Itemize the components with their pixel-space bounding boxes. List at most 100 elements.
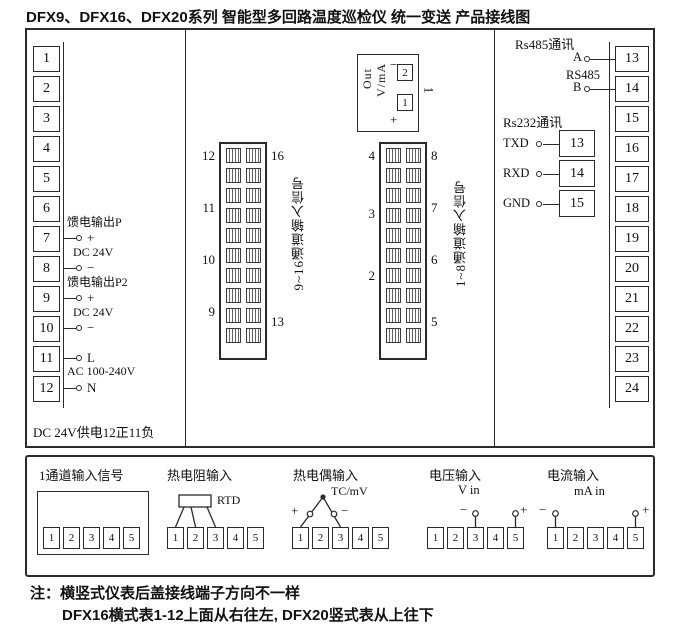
rs232-wire bbox=[543, 144, 559, 146]
input-terminal: 2 bbox=[447, 527, 464, 549]
feed-output-p2-label: 馈电输出P2 bbox=[67, 275, 128, 289]
connector-pin-label: 13 bbox=[271, 314, 284, 329]
connector-pad bbox=[406, 308, 421, 323]
connector-pin-label: 16 bbox=[271, 148, 284, 163]
connector-pad bbox=[226, 228, 241, 243]
rs232-row-label: GND bbox=[503, 196, 531, 210]
connector-pad bbox=[406, 188, 421, 203]
note-line-2: DFX16横式表1-12上面从右往左, DFX20竖式表从上往下 bbox=[62, 607, 434, 624]
connector-pad bbox=[386, 248, 401, 263]
input-terminal: 1 bbox=[547, 527, 564, 549]
connector-pad bbox=[246, 328, 261, 343]
input-terminal: 4 bbox=[103, 527, 120, 549]
channel-label-9-16: 9~16通道输入信号 bbox=[291, 176, 306, 291]
rtd-resistor-symbol bbox=[178, 494, 212, 508]
input-terminal: 1 bbox=[167, 527, 184, 549]
tap-terminal-icon bbox=[76, 235, 82, 241]
input-terminal: 2 bbox=[567, 527, 584, 549]
connector-pad bbox=[246, 248, 261, 263]
connector-pad bbox=[226, 288, 241, 303]
connector-pad bbox=[406, 148, 421, 163]
ac-supply-label: AC 100-240V bbox=[67, 364, 136, 378]
connector-pad bbox=[226, 168, 241, 183]
connector-pad bbox=[246, 208, 261, 223]
rtd-group-title: 热电阻输入 bbox=[167, 468, 233, 483]
input-terminal: 1 bbox=[427, 527, 444, 549]
connector-pad-column bbox=[406, 148, 421, 343]
tap-terminal-icon bbox=[536, 201, 542, 207]
input-terminal: 2 bbox=[312, 527, 329, 549]
connector-pad-column bbox=[246, 148, 261, 343]
out-tag: 1 bbox=[421, 86, 437, 94]
connector-pin-label: 4 bbox=[368, 148, 376, 163]
rs485-a-wire bbox=[590, 59, 615, 61]
input-terminal: 4 bbox=[607, 527, 624, 549]
dc24v-supply-note: DC 24V供电12正11负 bbox=[33, 425, 155, 440]
tap7-polarity: + bbox=[87, 230, 95, 245]
tap-terminal-icon bbox=[76, 355, 82, 361]
terminal-box: 2 bbox=[33, 76, 60, 102]
input-wiring-panel: 1通道输入信号 1 2 3 4 5 热电阻输入 RTD 1 2 3 4 5 热电… bbox=[25, 455, 655, 577]
rs485-label: RS485 bbox=[566, 68, 601, 82]
tap-terminal-icon bbox=[76, 295, 82, 301]
terminal-box: 20 bbox=[615, 256, 649, 282]
rs485-b-wire bbox=[590, 89, 615, 91]
input-terminal: 3 bbox=[467, 527, 484, 549]
dc24v-label: DC 24V bbox=[73, 245, 114, 259]
terminal-box: 21 bbox=[615, 286, 649, 312]
current-plus: + bbox=[642, 502, 650, 517]
terminal-box: 7 bbox=[33, 226, 60, 252]
tap-terminal-icon bbox=[584, 86, 590, 92]
connector-pad bbox=[226, 148, 241, 163]
current-group-title: 电流输入 bbox=[547, 468, 600, 483]
terminal-box: 1 bbox=[33, 46, 60, 72]
terminal-box: 14 bbox=[615, 76, 649, 102]
note-line-1: 注：横竖式仪表后盖接线端子方向不一样 bbox=[30, 585, 301, 602]
channel-label-1-8: 1~8通道输入信号 bbox=[453, 180, 468, 288]
connector-pad bbox=[406, 288, 421, 303]
connector-pad bbox=[226, 268, 241, 283]
connector-pad bbox=[226, 308, 241, 323]
terminal-box: 16 bbox=[615, 136, 649, 162]
divider-left bbox=[185, 30, 187, 446]
terminal-box: 24 bbox=[615, 376, 649, 402]
connector-pin-label: 2 bbox=[368, 268, 376, 283]
connector-pin-label: 12 bbox=[202, 148, 215, 163]
input-terminal: 2 bbox=[187, 527, 204, 549]
tc-symbol-label: TC/mV bbox=[331, 484, 368, 498]
terminal-box: 3 bbox=[33, 106, 60, 132]
tap11-line-label: L bbox=[87, 350, 95, 365]
terminal-box: 18 bbox=[615, 196, 649, 222]
connector-pad bbox=[246, 148, 261, 163]
terminal-box: 19 bbox=[615, 226, 649, 252]
terminal-box: 15 bbox=[615, 106, 649, 132]
out-unit-label: V/mA bbox=[374, 63, 388, 97]
rs485-b-label: B bbox=[573, 80, 582, 94]
terminal-box: 4 bbox=[33, 136, 60, 162]
out-plus: + bbox=[390, 112, 398, 127]
tap-terminal-icon bbox=[76, 325, 82, 331]
connector-pad bbox=[386, 228, 401, 243]
connector-pad bbox=[246, 268, 261, 283]
rs485-section-title: Rs485通讯 bbox=[515, 37, 575, 52]
rs232-pin-box: 15 bbox=[559, 190, 595, 217]
input-terminal: 5 bbox=[123, 527, 140, 549]
tap-line bbox=[64, 388, 77, 390]
rs232-pin-box: 13 bbox=[559, 130, 595, 157]
terminal-box: 22 bbox=[615, 316, 649, 342]
input-terminal: 5 bbox=[627, 527, 644, 549]
voltage-symbol-label: V in bbox=[458, 483, 480, 497]
input-terminal: 2 bbox=[63, 527, 80, 549]
connector-pin-label: 10 bbox=[202, 252, 215, 267]
connector-pad bbox=[226, 208, 241, 223]
input-terminal: 3 bbox=[332, 527, 349, 549]
input-terminal: 5 bbox=[247, 527, 264, 549]
input-terminal: 1 bbox=[43, 527, 60, 549]
connector-pad bbox=[386, 268, 401, 283]
out-label: Out bbox=[360, 68, 374, 89]
tap-terminal-icon bbox=[584, 56, 590, 62]
connector-pin-label: 7 bbox=[431, 200, 438, 215]
input-terminal: 5 bbox=[372, 527, 389, 549]
input-terminal: 4 bbox=[487, 527, 504, 549]
tc-minus: − bbox=[341, 503, 349, 518]
